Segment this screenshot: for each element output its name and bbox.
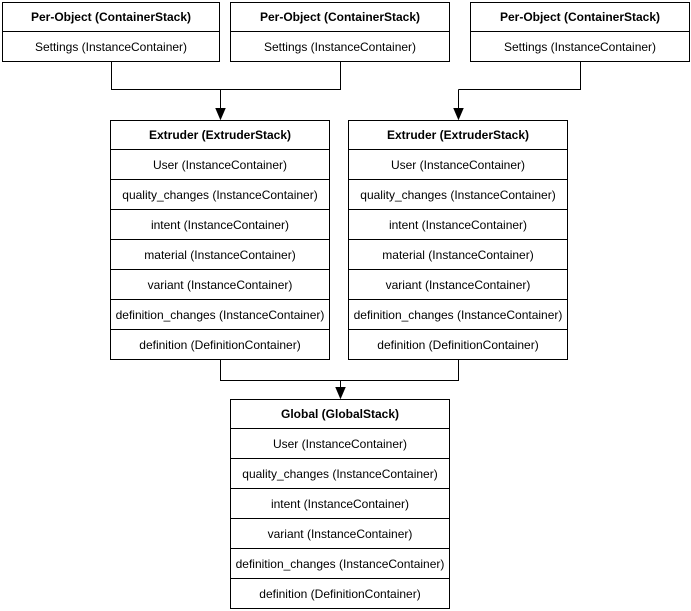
stack-header: Global (GlobalStack) xyxy=(280,407,400,421)
container-row-user: User (InstanceContainer) xyxy=(349,149,567,179)
container-row-variant: variant (InstanceContainer) xyxy=(111,269,329,299)
stack-header: Per-Object (ContainerStack) xyxy=(30,10,192,24)
container-row-settings: Settings (InstanceContainer) xyxy=(3,31,219,61)
arrowhead-down-icon xyxy=(335,387,346,400)
container-row-definition: definition (DefinitionContainer) xyxy=(349,329,567,359)
stack-header: Extruder (ExtruderStack) xyxy=(148,128,292,142)
container-row-variant: variant (InstanceContainer) xyxy=(349,269,567,299)
container-row-intent: intent (InstanceContainer) xyxy=(231,488,449,518)
per-object-stack-3: Per-Object (ContainerStack) Settings (In… xyxy=(470,2,690,62)
container-row-quality-changes: quality_changes (InstanceContainer) xyxy=(111,179,329,209)
container-row-user: User (InstanceContainer) xyxy=(111,149,329,179)
arrowhead-down-icon xyxy=(453,108,464,121)
container-row-definition-changes: definition_changes (InstanceContainer) xyxy=(111,299,329,329)
container-row-settings: Settings (InstanceContainer) xyxy=(471,31,689,61)
container-row-definition-changes: definition_changes (InstanceContainer) xyxy=(231,548,449,578)
container-row-definition-changes: definition_changes (InstanceContainer) xyxy=(349,299,567,329)
container-row-variant: variant (InstanceContainer) xyxy=(231,518,449,548)
connector-perobject-to-left-extruder xyxy=(111,60,341,90)
container-row-intent: intent (InstanceContainer) xyxy=(111,209,329,239)
container-row-user: User (InstanceContainer) xyxy=(231,428,449,458)
container-row-quality-changes: quality_changes (InstanceContainer) xyxy=(349,179,567,209)
container-row-settings: Settings (InstanceContainer) xyxy=(231,31,449,61)
container-row-definition: definition (DefinitionContainer) xyxy=(231,578,449,608)
connector-perobject-to-right-extruder xyxy=(458,60,581,90)
container-row-quality-changes: quality_changes (InstanceContainer) xyxy=(231,458,449,488)
global-stack: Global (GlobalStack) User (InstanceConta… xyxy=(230,399,450,609)
connector-extruders-to-global xyxy=(220,360,459,381)
container-row-intent: intent (InstanceContainer) xyxy=(349,209,567,239)
container-row-material: material (InstanceContainer) xyxy=(349,239,567,269)
extruder-stack-right: Extruder (ExtruderStack) User (InstanceC… xyxy=(348,120,568,360)
container-row-definition: definition (DefinitionContainer) xyxy=(111,329,329,359)
stack-header: Extruder (ExtruderStack) xyxy=(386,128,530,142)
extruder-stack-left: Extruder (ExtruderStack) User (InstanceC… xyxy=(110,120,330,360)
container-row-material: material (InstanceContainer) xyxy=(111,239,329,269)
stack-header: Per-Object (ContainerStack) xyxy=(499,10,661,24)
per-object-stack-2: Per-Object (ContainerStack) Settings (In… xyxy=(230,2,450,62)
stack-header: Per-Object (ContainerStack) xyxy=(259,10,421,24)
per-object-stack-1: Per-Object (ContainerStack) Settings (In… xyxy=(2,2,220,62)
arrowhead-down-icon xyxy=(215,108,226,121)
